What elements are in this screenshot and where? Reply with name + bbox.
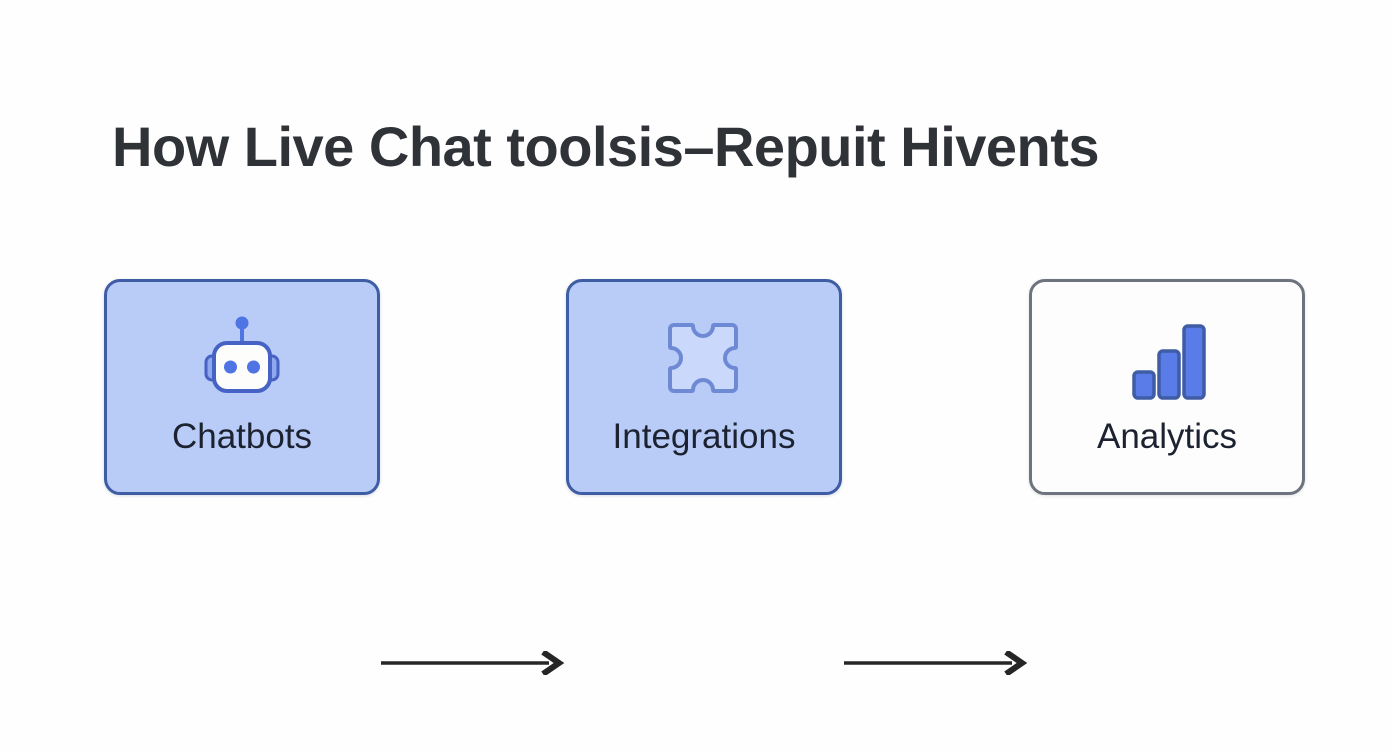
flow-node-label: Chatbots [171,417,313,456]
flow-node-label: Integrations [612,417,796,456]
puzzle-piece-icon [654,309,754,409]
arrow-integrations-to-analytics [844,649,1028,677]
flow-node-integrations[interactable]: Integrations [566,279,842,495]
flow-node-label: Analytics [1096,417,1238,456]
bar-chart-icon [1117,309,1217,409]
page-title: How Live Chat toolsis–Repuit Hivents [112,114,1100,178]
flow-node-chatbots[interactable]: Chatbots [104,279,380,495]
flow-node-analytics[interactable]: Analytics [1029,279,1305,495]
robot-icon [192,309,292,409]
flow-diagram: Chatbots Integrations [0,279,1392,677]
arrow-chatbots-to-integrations [381,649,565,677]
